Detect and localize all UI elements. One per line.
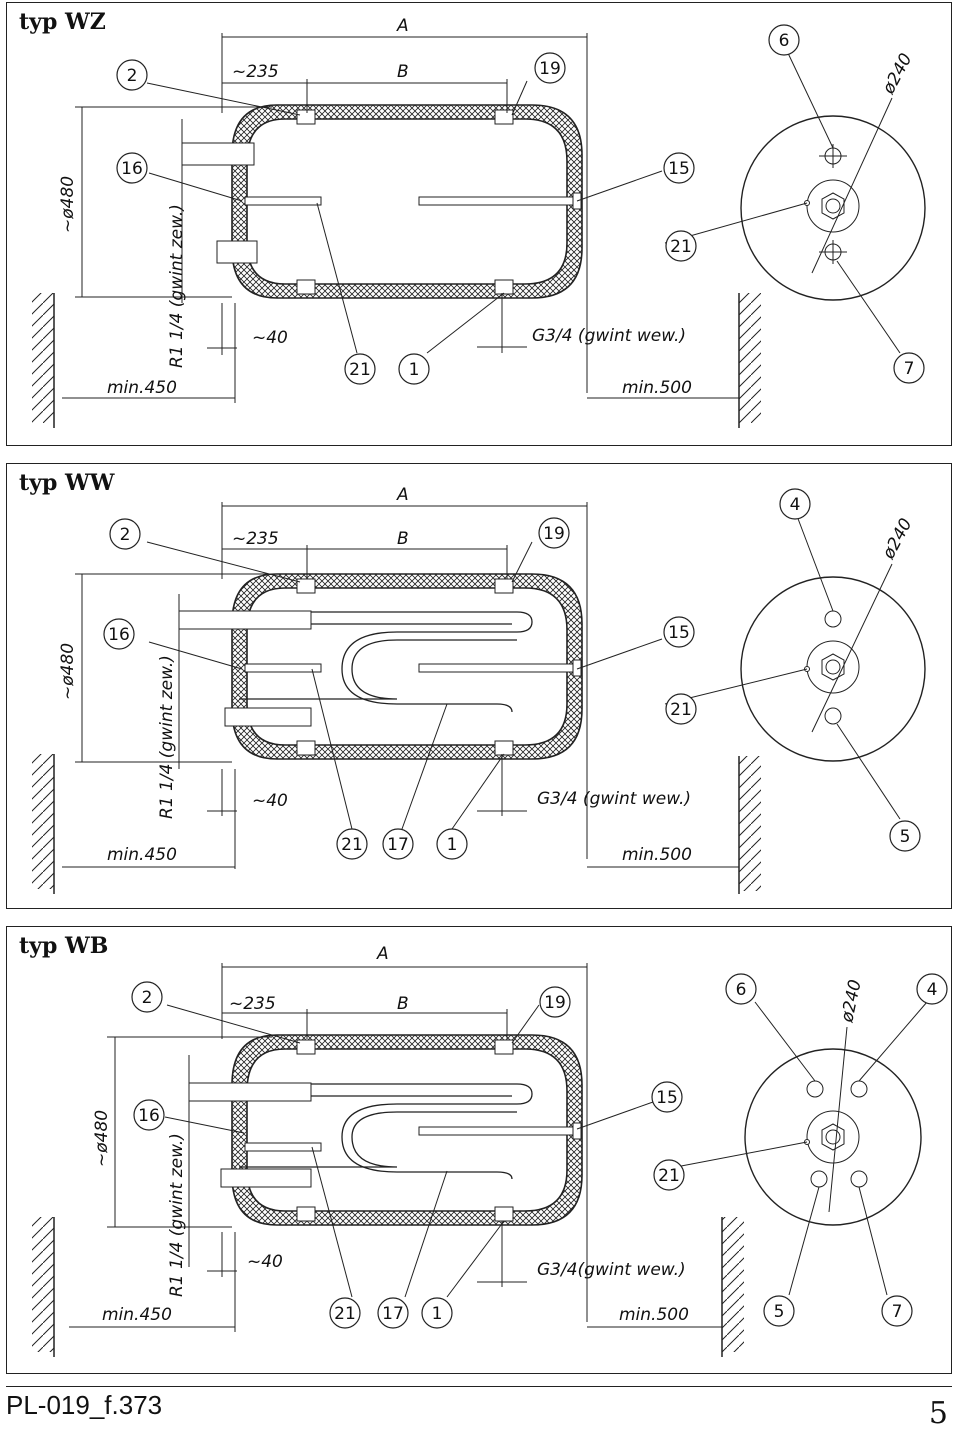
balloon-5: 5 — [774, 1302, 785, 1322]
balloon-6: 6 — [736, 980, 747, 1000]
dim-235: ~235 — [232, 529, 279, 549]
page-number: 5 — [928, 1396, 948, 1431]
balloon-16: 16 — [108, 625, 130, 645]
dim-min450: min.450 — [102, 1305, 172, 1325]
dim-235: ~235 — [232, 62, 279, 82]
panel-typ-wb: A ~235 B ~ø480 R1 1/4 (gwint zew.) ~40 G… — [6, 926, 952, 1374]
dim-240: ø240 — [837, 978, 866, 1025]
dim-40: ~40 — [252, 328, 288, 348]
dim-b: B — [397, 529, 409, 549]
balloon-5: 5 — [900, 827, 911, 847]
lower-pipe — [220, 1168, 312, 1188]
dim-240: ø240 — [878, 50, 916, 98]
port-7 — [850, 1170, 868, 1188]
lower-pipe — [216, 240, 258, 264]
balloon-21-bottom: 21 — [341, 835, 363, 855]
dim-r14: R1 1/4 (gwint zew.) — [157, 655, 177, 819]
balloon-4: 4 — [790, 495, 801, 515]
dim-r14: R1 1/4 (gwint zew.) — [167, 204, 187, 368]
dim-min500: min.500 — [622, 378, 692, 398]
panel-title: typ WW — [19, 470, 115, 496]
balloon-21-right: 21 — [658, 1166, 680, 1186]
left-wall — [32, 1217, 54, 1352]
dim-b: B — [397, 994, 409, 1014]
upper-pipe — [188, 1082, 312, 1102]
dim-480: ~ø480 — [58, 643, 78, 700]
footer-rule — [6, 1386, 952, 1387]
dim-480: ~ø480 — [58, 176, 78, 233]
balloon-19: 19 — [544, 993, 566, 1013]
dim-r14: R1 1/4 (gwint zew.) — [167, 1133, 187, 1297]
balloon-1: 1 — [447, 835, 458, 855]
panel-title: typ WB — [19, 933, 109, 959]
left-wall — [32, 754, 54, 889]
port-5 — [824, 707, 842, 725]
dim-min450: min.450 — [107, 845, 177, 865]
drawing-typ-wz: A ~235 B ~ø480 R1 1/4 (gwint zew.) ~40 G… — [32, 16, 926, 428]
port-5 — [810, 1170, 828, 1188]
document-code: PL-019_f.373 — [6, 1390, 163, 1420]
balloon-7: 7 — [904, 359, 915, 379]
balloon-6: 6 — [779, 31, 790, 51]
dim-a: A — [396, 485, 409, 505]
balloon-15: 15 — [656, 1088, 678, 1108]
drawing-typ-wb: A ~235 B ~ø480 R1 1/4 (gwint zew.) ~40 G… — [32, 944, 948, 1357]
balloon-19: 19 — [543, 524, 565, 544]
dim-40: ~40 — [252, 791, 288, 811]
balloon-21-bottom: 21 — [349, 360, 371, 380]
balloon-15: 15 — [668, 159, 690, 179]
tank-body — [246, 1048, 568, 1212]
lower-pipe — [224, 707, 312, 727]
balloon-19: 19 — [539, 59, 561, 79]
dim-40: ~40 — [247, 1252, 283, 1272]
dim-min500: min.500 — [619, 1305, 689, 1325]
dim-g34: G3/4 (gwint wew.) — [532, 326, 686, 346]
heating-coil — [239, 1083, 533, 1180]
upper-pipe — [181, 142, 255, 166]
drawing-typ-ww: A ~235 B ~ø480 R1 1/4 (gwint zew.) ~40 G… — [32, 485, 926, 894]
port-4 — [824, 610, 842, 628]
upper-pipe — [178, 610, 312, 630]
balloon-2: 2 — [127, 66, 138, 86]
balloon-1: 1 — [432, 1304, 443, 1324]
dim-235: ~235 — [229, 994, 276, 1014]
panel-title: typ WZ — [19, 9, 106, 35]
balloon-21-right: 21 — [670, 237, 692, 257]
balloon-16: 16 — [121, 159, 143, 179]
balloon-4: 4 — [927, 980, 938, 1000]
dim-min500: min.500 — [622, 845, 692, 865]
dim-g34: G3/4 (gwint wew.) — [537, 789, 691, 809]
dim-240: ø240 — [878, 515, 916, 563]
right-wall — [739, 756, 761, 891]
right-wall — [722, 1217, 744, 1352]
right-wall — [739, 293, 761, 423]
dim-b: B — [397, 62, 409, 82]
balloon-2: 2 — [142, 988, 153, 1008]
panel-typ-ww: A ~235 B ~ø480 R1 1/4 (gwint zew.) ~40 G… — [6, 463, 952, 909]
panel-typ-wz: A ~235 B ~ø480 R1 1/4 (gwint zew.) ~40 G… — [6, 2, 952, 446]
balloon-16: 16 — [138, 1106, 160, 1126]
balloon-2: 2 — [120, 525, 131, 545]
heating-coil — [239, 611, 533, 713]
dim-min450: min.450 — [107, 378, 177, 398]
dim-480: ~ø480 — [92, 1110, 112, 1167]
balloon-1: 1 — [409, 360, 420, 380]
port-6 — [806, 1080, 824, 1098]
port-4 — [850, 1080, 868, 1098]
dim-a: A — [376, 944, 389, 964]
dim-a: A — [396, 16, 409, 36]
balloon-17: 17 — [387, 835, 409, 855]
balloon-21-right: 21 — [670, 700, 692, 720]
balloon-7: 7 — [892, 1302, 903, 1322]
dim-g34: G3/4(gwint wew.) — [537, 1260, 686, 1280]
balloon-21-bottom: 21 — [334, 1304, 356, 1324]
left-wall — [32, 293, 54, 423]
balloon-17: 17 — [382, 1304, 404, 1324]
balloon-15: 15 — [668, 623, 690, 643]
